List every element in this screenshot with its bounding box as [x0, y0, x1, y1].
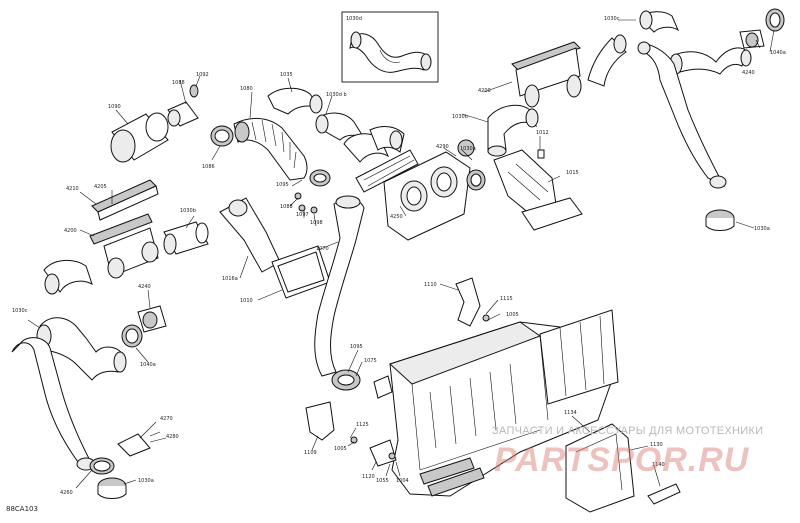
long-pipe-right — [637, 41, 727, 189]
label-1015: 1015 — [566, 170, 579, 176]
label-4290: 4290 — [436, 144, 449, 150]
funnel-1015 — [493, 149, 583, 231]
label-4250: 4250 — [390, 214, 403, 220]
clamp-1030a-bl — [97, 477, 127, 499]
label-1090: 1090 — [108, 104, 121, 110]
hose-1080 — [233, 118, 308, 181]
label-4260: 4260 — [60, 490, 73, 496]
inset-box-1030d — [341, 11, 439, 83]
label-1030b-left: 1030b — [180, 208, 196, 214]
rail-4210 — [91, 179, 159, 221]
bracket-1140 — [647, 483, 681, 505]
elbow-1030d-b — [315, 112, 405, 163]
label-1086: 1086 — [202, 164, 215, 170]
label-4200-top-right: 4200 — [478, 88, 491, 94]
label-1030a-right: 1030a — [754, 226, 770, 232]
bracket-1120 — [350, 436, 397, 467]
clamp-4260 — [89, 457, 115, 475]
leader-lines — [27, 19, 775, 489]
label-1115: 1115 — [500, 296, 513, 302]
label-1030d-b: 1030d b — [326, 92, 347, 98]
bracket-1016a — [219, 197, 331, 299]
label-4240-left: 4240 — [138, 284, 151, 290]
coupler-1088-top — [167, 84, 199, 127]
label-1070: 1070 — [316, 246, 329, 252]
label-1075: 1075 — [364, 358, 377, 364]
label-4240-top-right: 4240 — [742, 70, 755, 76]
label-1109: 1109 — [304, 450, 317, 456]
diagram-code: 88CA103 — [6, 505, 38, 513]
label-1140: 1140 — [652, 462, 665, 468]
hose-1070 — [314, 195, 365, 377]
label-4280: 4280 — [166, 434, 179, 440]
plate-4290 — [355, 149, 419, 193]
label-1134: 1134 — [564, 410, 577, 416]
label-1016a: 1016a — [222, 276, 238, 282]
label-1030b-top: 1030b — [452, 114, 468, 120]
clamp-1040a-left — [121, 305, 167, 348]
duct-1030c-top — [587, 10, 752, 87]
label-1030d: 1030d — [346, 16, 362, 22]
elbow-1035 — [267, 87, 323, 115]
elbow-1030b-top — [487, 104, 539, 157]
label-1088-top: 1088 — [172, 80, 185, 86]
label-1097: 1097 — [296, 212, 309, 218]
label-1055: 1055 — [376, 478, 389, 484]
small-hardware-mid — [294, 192, 318, 214]
rail-4200-left — [89, 213, 159, 279]
label-1125: 1125 — [356, 422, 369, 428]
label-4200-left: 4200 — [64, 228, 77, 234]
label-4210: 4210 — [66, 186, 79, 192]
clamp-1095-bot — [331, 369, 361, 391]
label-1035: 1035 — [280, 72, 293, 78]
watermark-logo: PARTSPOR.RU — [494, 441, 750, 479]
filter-1090 — [110, 112, 169, 163]
coupler-1030b-left — [163, 221, 209, 255]
clamp-1030a-right — [705, 209, 735, 231]
label-1080: 1080 — [240, 86, 253, 92]
label-1030a-mid: 1030a — [460, 146, 476, 152]
label-1088-mid: 1088 — [280, 204, 293, 210]
label-1004: 1004 — [396, 478, 409, 484]
label-1095-top: 1095 — [276, 182, 289, 188]
label-1010: 1010 — [240, 298, 253, 304]
clamp-1040a-top — [739, 8, 785, 49]
clamp-1086 — [210, 125, 234, 147]
label-4270: 4270 — [160, 416, 173, 422]
label-1092: 1092 — [196, 72, 209, 78]
label-1110: 1110 — [424, 282, 437, 288]
label-1030a-bottom-left: 1030a — [138, 478, 154, 484]
label-1098: 1098 — [310, 220, 323, 226]
bracket-1109 — [305, 401, 335, 441]
label-1120: 1120 — [362, 474, 375, 480]
label-1005: 1005 — [506, 312, 519, 318]
label-1012: 1012 — [536, 130, 549, 136]
strap-4270 — [117, 431, 161, 457]
label-1005-bottom: 1005 — [334, 446, 347, 452]
clamp-1095-top — [309, 169, 331, 187]
label-1030c-left: 1030c — [12, 308, 28, 314]
duct-1030c-left — [36, 260, 127, 381]
label-4205: 4205 — [94, 184, 107, 190]
bracket-1110 — [455, 277, 490, 327]
label-1040a-left: 1040a — [140, 362, 156, 368]
label-1095-bottom: 1095 — [350, 344, 363, 350]
cover-1130 — [565, 423, 635, 513]
airbox-main — [373, 309, 619, 497]
rail-4200-top — [511, 41, 582, 108]
watermark-tagline: ЗАПЧАСТИ И АКСЕССУАРЫ ДЛЯ МОТОТЕХНИКИ — [492, 425, 764, 437]
label-1030c-top: 1030c — [604, 16, 620, 22]
label-1040a-top-right: 1040a — [770, 50, 786, 56]
label-1130: 1130 — [650, 442, 663, 448]
frame-4250 — [383, 139, 486, 241]
